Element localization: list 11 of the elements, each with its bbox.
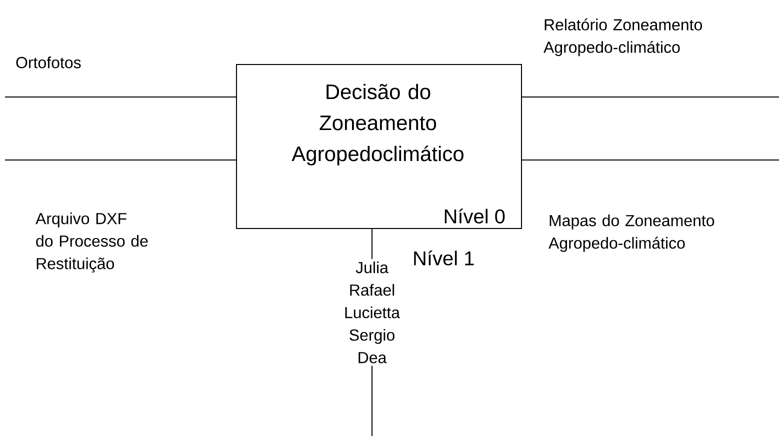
edge-label: Arquivo DXF do Processo de Restituição [36,212,148,272]
process-box [236,64,522,229]
edge-label: Relatório Zoneamento Agropedo-climático [544,18,702,56]
level-label: Nível 0 [444,208,505,224]
edge-label: Mapas do Zoneamento Agropedo-climático [548,214,714,252]
connector-line [522,96,779,98]
connector-line [4,96,236,98]
edge-label: Ortofotos [16,56,81,68]
box-title: Decisão do Zoneamento Agropedoclimático [292,84,464,166]
name-list: Julia Rafael Lucietta Sergio Dea [345,262,400,364]
level-label: Nível 1 [414,250,474,266]
